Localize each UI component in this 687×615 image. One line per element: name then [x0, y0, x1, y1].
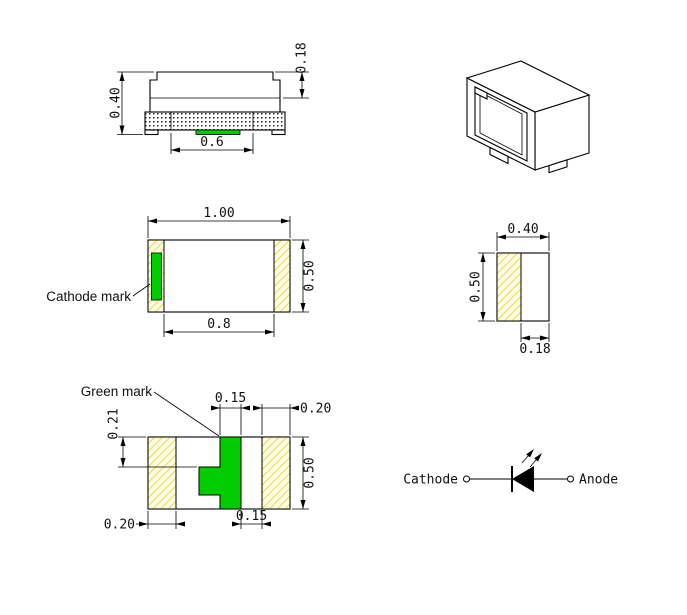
- end-view: 0.40 0.50 0.18: [469, 222, 551, 357]
- green-mark-strip: [195, 129, 241, 135]
- iso-polarity-notch: [474, 86, 488, 100]
- dim-side-window-label: 0.6: [200, 135, 223, 150]
- dim-side-top: 0.18: [275, 42, 310, 99]
- dim-bottom-width: 0.50: [292, 436, 318, 510]
- dim-top-length-label: 1.00: [203, 206, 234, 221]
- package-body-profile: [149, 71, 281, 113]
- dim-bottom-pad-top: 0.20: [253, 402, 331, 435]
- top-view: Cathode mark 1.00 0.50 0.8: [46, 206, 318, 337]
- led-symbol: Cathode Anode: [403, 449, 618, 492]
- dim-bottom-mark-width-label: 0.15: [215, 391, 246, 406]
- dim-bottom-step-label: 0.21: [107, 408, 122, 439]
- iso-terminal-tab-left: [489, 146, 509, 165]
- substrate-band: [144, 111, 286, 131]
- side-view: 0.40 0.18 0.6: [109, 42, 310, 154]
- dim-bottom-pad-top-label: 0.20: [300, 402, 331, 417]
- end-terminal-pad: [496, 252, 522, 322]
- green-mark-shape: [198, 436, 242, 510]
- anode-terminal-label: Anode: [579, 473, 618, 488]
- iso-recess-outer: [474, 86, 528, 162]
- cathode-mark: [151, 252, 162, 301]
- dim-end-terminal: 0.18: [519, 323, 551, 357]
- dim-top-inner: 0.8: [163, 314, 275, 337]
- emission-arrows-icon: [521, 449, 542, 468]
- dim-end-height: 0.50: [469, 252, 495, 322]
- cathode-terminal-label: Cathode: [403, 473, 458, 488]
- dim-bottom-gap-label: 0.15: [236, 509, 267, 524]
- iso-recess-inner: [479, 91, 523, 156]
- dim-end-width: 0.40: [496, 222, 550, 251]
- dim-bottom-mark-width: 0.15: [211, 391, 250, 435]
- terminal-foot-left: [144, 129, 159, 136]
- dim-top-length: 1.00: [147, 206, 291, 238]
- terminal-foot-right: [271, 129, 286, 136]
- anode-terminal-node: [567, 475, 574, 483]
- dim-side-window: 0.6: [170, 133, 254, 154]
- dim-side-height-label: 0.40: [109, 87, 124, 118]
- dim-top-width-label: 0.50: [303, 260, 318, 291]
- dim-top-inner-label: 0.8: [207, 317, 230, 332]
- isometric-view: [465, 60, 591, 174]
- green-mark-label: Green mark: [81, 384, 153, 399]
- bottom-pad-left: [147, 436, 177, 510]
- terminal-pad-right: [273, 239, 291, 313]
- diode-triangle: [512, 466, 534, 492]
- green-mark-leader: [153, 391, 220, 437]
- dim-end-height-label: 0.50: [469, 271, 484, 302]
- dim-end-terminal-label: 0.18: [519, 342, 550, 357]
- iso-top-face: [465, 60, 591, 113]
- dim-side-height: 0.40: [109, 71, 154, 135]
- dim-bottom-pad-bottom-label: 0.20: [104, 518, 135, 533]
- bottom-view: Green mark 0.15 0.20 0.21: [81, 384, 332, 533]
- dim-end-width-label: 0.40: [507, 222, 538, 237]
- dim-bottom-gap: 0.15: [232, 509, 271, 529]
- cathode-mark-leader: [132, 283, 151, 297]
- dim-bottom-pad-bottom: 0.20: [104, 511, 185, 533]
- dim-side-top-label: 0.18: [295, 42, 310, 73]
- dim-top-width: 0.50: [292, 239, 318, 313]
- dim-bottom-step: 0.21: [107, 408, 197, 468]
- top-view-outline: [147, 239, 291, 313]
- dim-bottom-width-label: 0.50: [303, 457, 318, 488]
- iso-terminal-tab-right: [548, 159, 568, 174]
- cathode-mark-label: Cathode mark: [46, 289, 131, 304]
- bottom-pad-right: [261, 436, 291, 510]
